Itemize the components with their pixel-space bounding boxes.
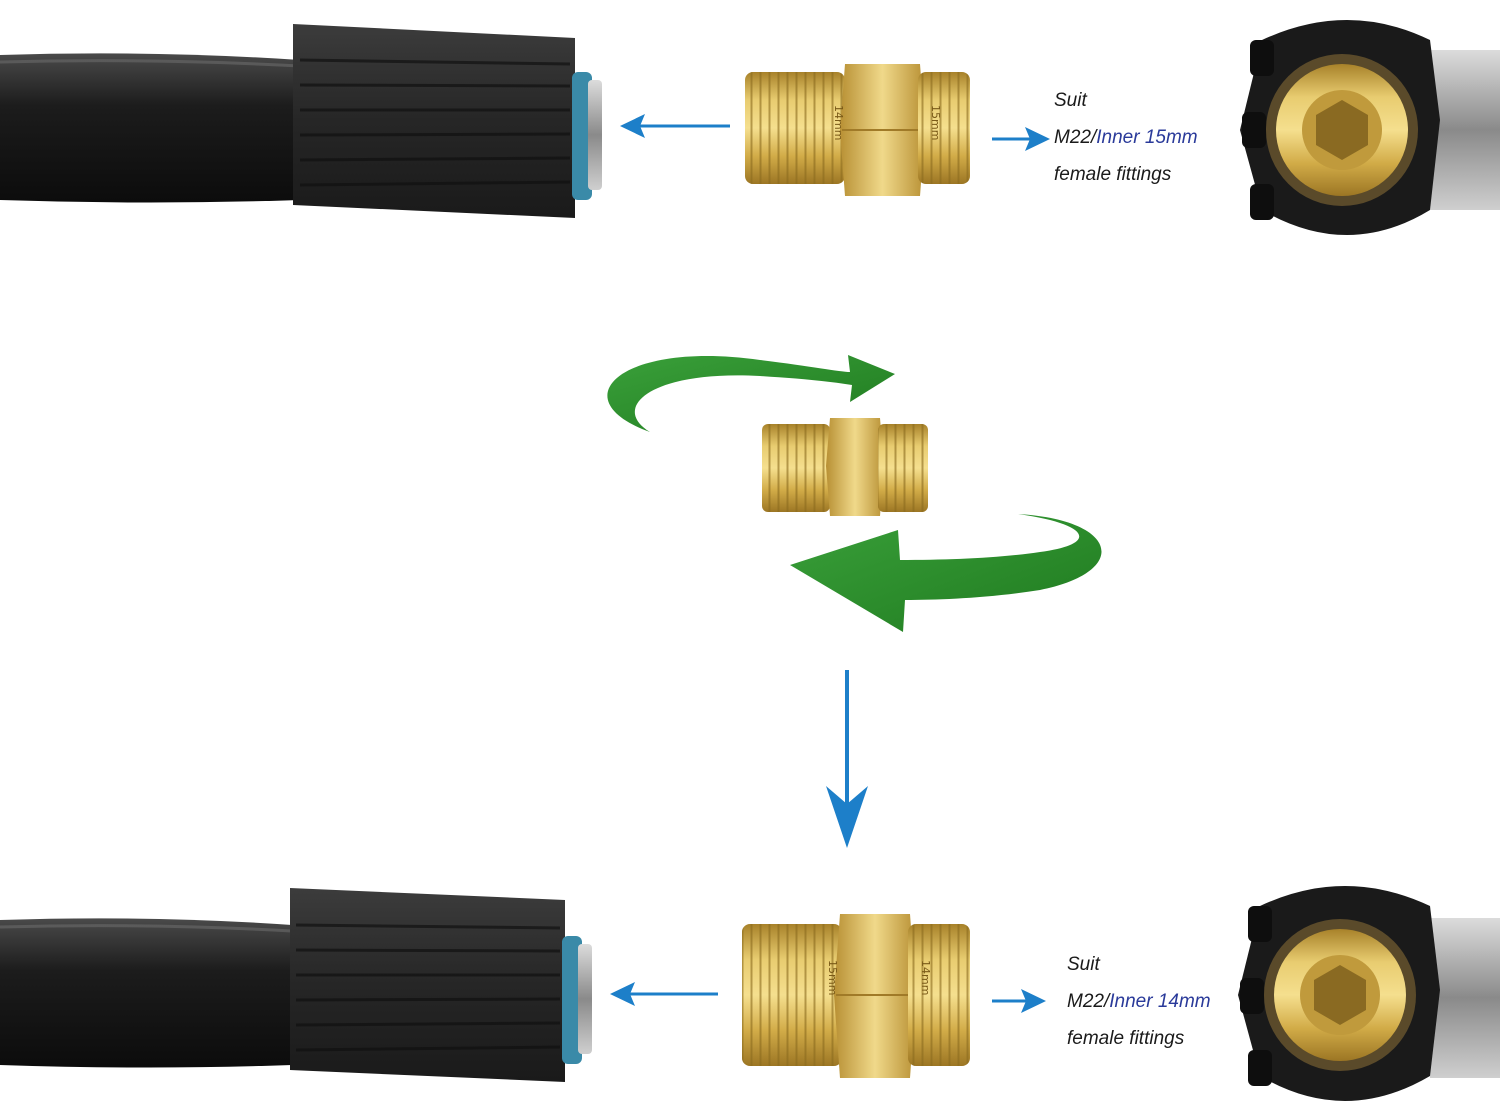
top-left-arrow-icon: [620, 114, 730, 138]
top-caption-line-3: female fittings: [1054, 164, 1172, 185]
top-caption-inner-size: Inner 15mm: [1096, 127, 1198, 148]
down-arrow-icon: [826, 670, 868, 848]
bottom-caption-line-1: Suit: [1067, 954, 1100, 975]
center-brass-adapter: [762, 418, 928, 516]
top-caption-line-2: M22/Inner 15mm: [1054, 119, 1198, 156]
top-hose-assembly: [0, 24, 602, 218]
top-brass-adapter: 14mm 15mm: [745, 64, 970, 196]
adapter-engraving-top-left: 14mm: [832, 105, 845, 140]
bottom-brass-adapter: 15mm 14mm: [742, 914, 970, 1078]
bottom-female-coupler: [1238, 886, 1500, 1101]
bottom-caption-line-2: M22/Inner 14mm: [1067, 983, 1211, 1020]
bottom-fitting-caption: Suit M22/Inner 14mm female fittings: [1067, 946, 1211, 1057]
top-caption-prefix: M22/: [1054, 127, 1097, 148]
top-right-arrow-icon: [992, 127, 1050, 151]
top-female-coupler: [1240, 20, 1500, 235]
bottom-left-arrow-icon: [610, 982, 718, 1006]
top-fitting-caption: Suit M22/Inner 15mm female fittings: [1054, 82, 1198, 193]
bottom-caption-inner-size: Inner 14mm: [1109, 991, 1211, 1012]
bottom-right-arrow-icon: [992, 989, 1046, 1013]
rotate-clockwise-arrow-icon: [607, 355, 895, 432]
adapter-engraving-bottom-right: 14mm: [919, 960, 932, 995]
rotate-counterclockwise-arrow-icon: [790, 514, 1102, 632]
bottom-caption-line-3: female fittings: [1067, 1028, 1185, 1049]
bottom-hose-assembly: [0, 888, 592, 1082]
bottom-caption-prefix: M22/: [1067, 991, 1110, 1012]
top-caption-line-1: Suit: [1054, 90, 1087, 111]
adapter-engraving-bottom-left: 15mm: [826, 960, 839, 995]
adapter-engraving-top-right: 15mm: [929, 105, 942, 140]
